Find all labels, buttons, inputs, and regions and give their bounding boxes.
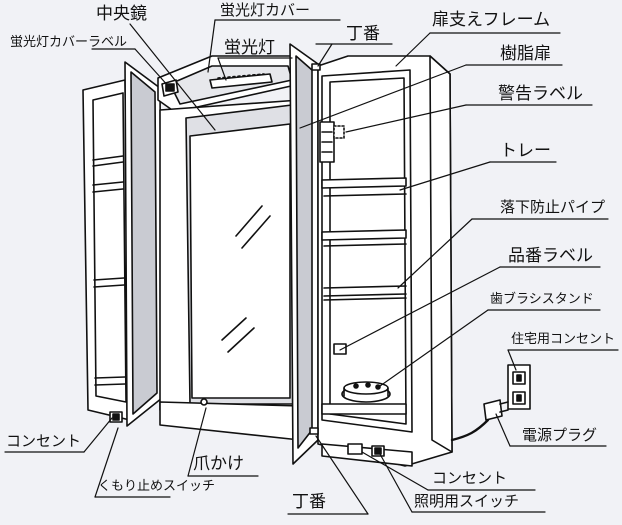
- label-fluorescent-lamp: 蛍光灯: [224, 38, 275, 58]
- label-hinge-top: 丁番: [346, 24, 380, 44]
- label-light-switch: 照明用スイッチ: [414, 492, 520, 510]
- label-fall-prevention-pipe: 落下防止パイプ: [500, 198, 606, 216]
- label-hinge-bottom: 丁番: [292, 492, 326, 512]
- label-resin-door: 樹脂扉: [500, 44, 551, 64]
- label-household-outlet: 住宅用コンセント: [511, 332, 616, 347]
- central-mirror: [189, 123, 291, 399]
- label-power-plug: 電源プラグ: [522, 426, 598, 444]
- right-door: [289, 43, 319, 465]
- label-fluorescent-cover-label: 蛍光灯カバーラベル: [10, 35, 128, 50]
- label-toothbrush-stand: 歯ブラシスタンド: [490, 292, 594, 307]
- outlet-and-plug: [450, 364, 531, 442]
- label-outlet-right: コンセント: [432, 469, 508, 487]
- label-tray: トレー: [500, 141, 551, 161]
- label-outlet-left: コンセント: [6, 432, 82, 450]
- left-door: [124, 61, 163, 427]
- leader-lines: [4, 19, 619, 515]
- toothbrush-stand: [341, 381, 391, 403]
- label-fluorescent-cover: 蛍光灯カバー: [220, 1, 311, 19]
- label-claw-hook: 爪かけ: [193, 454, 244, 474]
- label-product-number-label: 品番ラベル: [508, 246, 593, 266]
- left-cabinet: [82, 79, 131, 423]
- label-central-mirror: 中央鏡: [96, 4, 147, 24]
- label-door-frame: 扉支えフレーム: [432, 10, 551, 30]
- label-antifog-switch: くもり止めスイッチ: [98, 479, 216, 494]
- right-cabinet: [309, 55, 453, 467]
- label-warning-label: 警告ラベル: [498, 84, 583, 104]
